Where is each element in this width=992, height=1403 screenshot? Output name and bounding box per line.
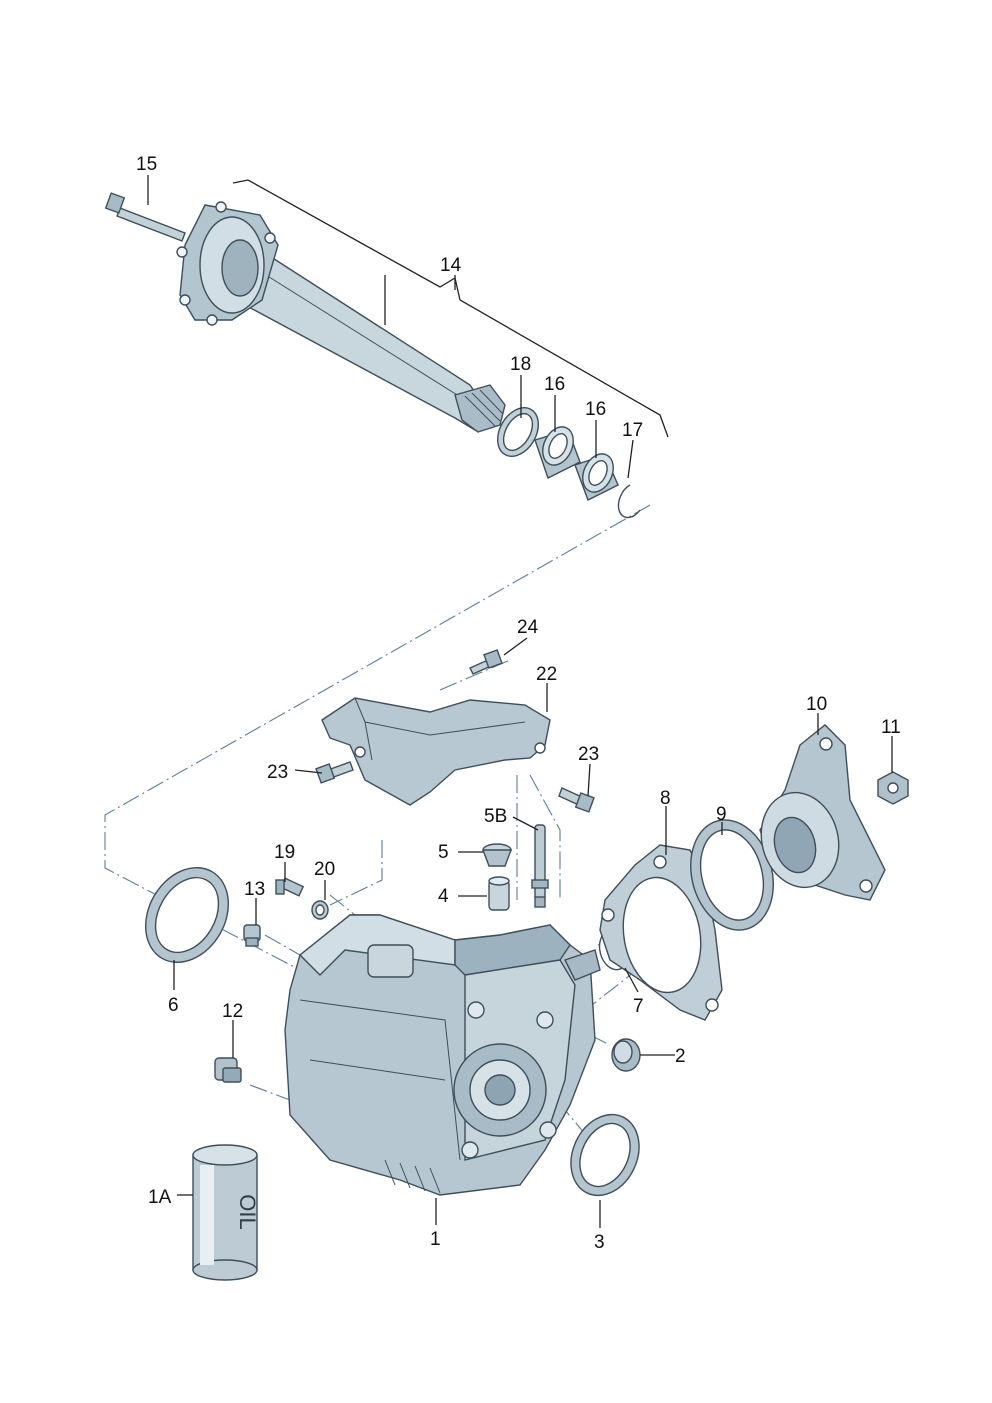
sleeve-4 <box>488 876 510 911</box>
ring-18 <box>497 407 539 457</box>
callout-2: 2 <box>675 1046 686 1067</box>
callout-13: 13 <box>244 879 265 900</box>
callout-15: 15 <box>136 154 157 175</box>
plug-13 <box>243 924 261 947</box>
callout-9: 9 <box>716 804 727 825</box>
breather-pipe-5b <box>531 824 549 908</box>
callout-3: 3 <box>594 1232 605 1253</box>
final-drive-housing <box>284 914 601 1196</box>
callout-24: 24 <box>517 617 539 638</box>
callout-5b: 5B <box>484 806 507 827</box>
shaft-seal-6 <box>144 867 230 963</box>
oil-can-1a: OIL <box>192 1144 260 1281</box>
callout-19: 19 <box>274 842 295 863</box>
callout-6: 6 <box>168 995 179 1016</box>
callout-8: 8 <box>660 788 671 809</box>
drive-shaft <box>176 201 506 433</box>
callout-11: 11 <box>881 717 901 738</box>
callout-23-left: 23 <box>267 762 288 783</box>
group-bracket-14 <box>232 179 669 438</box>
cap-5 <box>481 843 513 867</box>
callout-labels: 15 14 18 16 16 17 24 22 23 23 10 11 8 9 … <box>136 154 901 1253</box>
drain-plug-12 <box>214 1057 242 1083</box>
callout-16b: 16 <box>585 399 606 420</box>
callout-22: 22 <box>536 664 557 685</box>
callout-4: 4 <box>438 886 449 907</box>
nut-11 <box>877 771 909 805</box>
callout-18: 18 <box>510 354 531 375</box>
callout-23-right: 23 <box>578 744 599 765</box>
bolt-15 <box>104 192 186 242</box>
leader-lines <box>147 175 893 1228</box>
heat-shield-22 <box>321 697 551 806</box>
bolt-23-left <box>315 761 354 784</box>
callout-5: 5 <box>438 842 449 863</box>
sensor-19 <box>275 877 305 897</box>
shaft-seal-3 <box>570 1113 640 1197</box>
callout-1: 1 <box>430 1229 441 1250</box>
callout-10: 10 <box>806 694 827 715</box>
seal-ring-20 <box>311 900 329 920</box>
circlip-17 <box>617 484 641 519</box>
needle-bearing-16a <box>534 426 581 479</box>
callout-16a: 16 <box>544 374 565 395</box>
cap-2 <box>611 1038 641 1072</box>
flange-10 <box>759 724 886 901</box>
gasket-plate-8 <box>599 844 723 1021</box>
callout-14: 14 <box>440 255 462 276</box>
callout-12: 12 <box>222 1001 243 1022</box>
oil-can-logo: OIL <box>235 1194 260 1229</box>
bolt-24 <box>469 649 503 675</box>
needle-bearing-16b <box>574 453 619 501</box>
callout-20: 20 <box>314 859 335 880</box>
callout-7: 7 <box>633 996 644 1017</box>
callout-17: 17 <box>622 420 643 441</box>
callout-1a: 1A <box>148 1187 172 1208</box>
